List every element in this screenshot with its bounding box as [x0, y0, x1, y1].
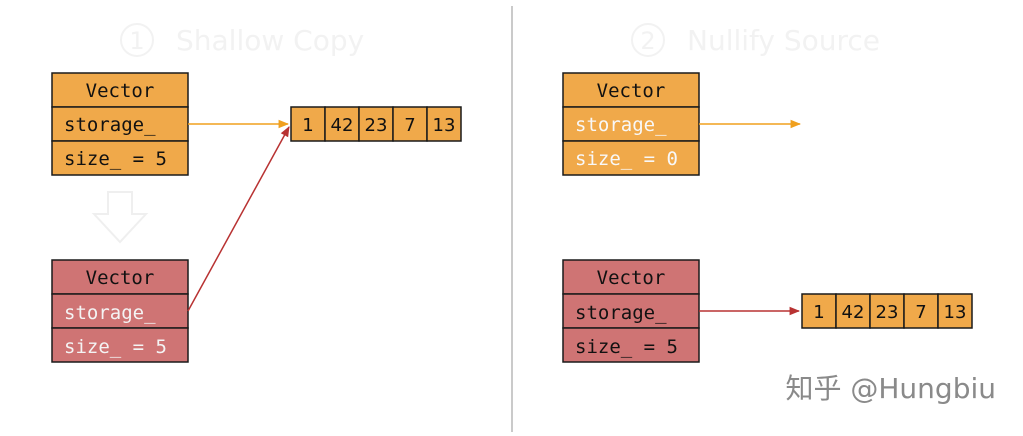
array-cell: 23 [876, 302, 899, 323]
panel1-heading: 1 Shallow Copy [120, 23, 364, 57]
array-cell: 13 [944, 302, 967, 323]
panel2-heading: 2 Nullify Source [631, 23, 880, 57]
array-cell: 7 [915, 302, 926, 323]
source-storage-field: storage_ [64, 114, 156, 136]
copied-vector-box: Vector storage_ size_ = 5 [51, 259, 189, 363]
target-vector-box: Vector storage_ size_ = 5 [562, 259, 700, 363]
panel2-title: Nullify Source [687, 24, 880, 57]
array-cell: 42 [842, 302, 865, 323]
target-size-field: size_ = 5 [575, 336, 678, 358]
copied-size-field: size_ = 5 [64, 336, 167, 358]
nullified-source-box: Vector storage_ size_ = 0 [562, 72, 700, 176]
copied-vector-header: Vector [86, 267, 155, 289]
watermark: 知乎 @Hungbiu [785, 372, 996, 405]
source-vector-box: Vector storage_ size_ = 5 [51, 72, 189, 176]
array-cell: 23 [365, 115, 388, 136]
step-number-circle-2 [631, 23, 665, 57]
copied-storage-pointer [187, 126, 290, 312]
nullified-vector-header: Vector [597, 80, 666, 102]
target-storage-field: storage_ [575, 302, 667, 324]
target-vector-header: Vector [597, 267, 666, 289]
panel2-storage-array: 1 42 23 7 13 [801, 293, 973, 329]
array-cell: 7 [404, 115, 415, 136]
panel-nullify-source: 2 Nullify Source Vector storage_ size_ =… [562, 23, 973, 363]
panel-shallow-copy: 1 Shallow Copy Vector storage_ size_ = 5… [51, 23, 462, 363]
panel1-title: Shallow Copy [176, 24, 364, 57]
step-number-2: 2 [640, 27, 655, 55]
array-cell: 1 [302, 115, 313, 136]
source-size-field: size_ = 5 [64, 148, 167, 170]
nullified-storage-field: storage_ [575, 114, 667, 136]
source-vector-header: Vector [86, 80, 155, 102]
array-cell: 13 [433, 115, 456, 136]
array-cell: 42 [331, 115, 354, 136]
step-number-1: 1 [129, 27, 144, 55]
copy-down-arrow-icon [91, 191, 149, 244]
nullified-size-field: size_ = 0 [575, 148, 678, 170]
array-cell: 1 [813, 302, 824, 323]
step-number-circle-1 [120, 23, 154, 57]
copied-storage-field: storage_ [64, 302, 156, 324]
panel1-storage-array: 1 42 23 7 13 [290, 106, 462, 142]
